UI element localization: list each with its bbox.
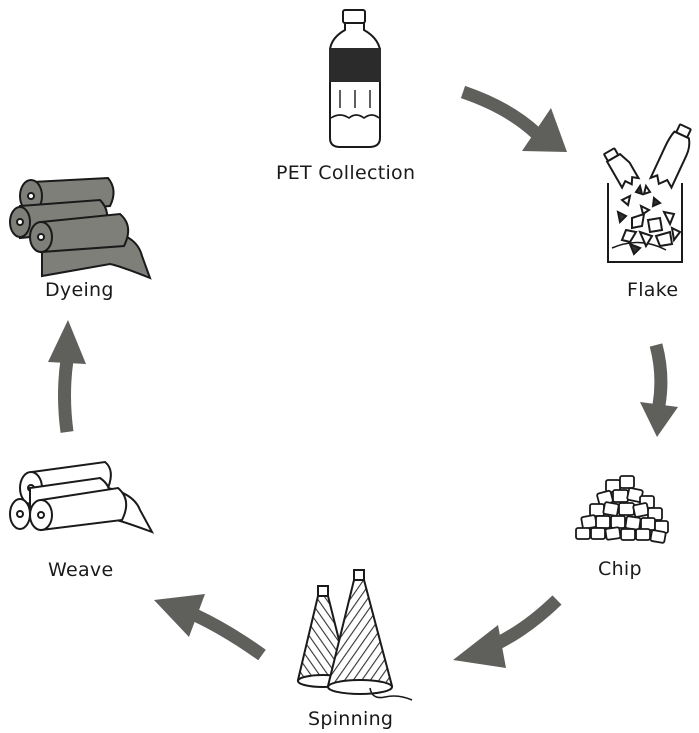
arrow-flake-to-chip bbox=[640, 343, 678, 437]
arrow-spinning-to-weave bbox=[154, 594, 266, 661]
arrow-weave-to-dyeing bbox=[48, 320, 86, 433]
arrow-pet-to-flake bbox=[460, 85, 567, 152]
label-flake: Flake bbox=[627, 279, 679, 301]
flake-icon bbox=[603, 123, 692, 263]
yarn-cones-icon bbox=[296, 569, 413, 701]
chip-icon bbox=[572, 475, 672, 544]
fabric-rolls-dyed-icon bbox=[9, 176, 152, 280]
arrow-chip-to-spinning bbox=[453, 595, 562, 668]
label-chip: Chip bbox=[598, 558, 642, 580]
pet-bottle-icon bbox=[329, 9, 381, 148]
fabric-rolls-white-icon bbox=[9, 460, 155, 534]
label-dyeing: Dyeing bbox=[45, 279, 114, 301]
label-pet-collection: PET Collection bbox=[276, 162, 416, 184]
label-weave: Weave bbox=[48, 559, 114, 581]
label-spinning: Spinning bbox=[308, 708, 394, 730]
